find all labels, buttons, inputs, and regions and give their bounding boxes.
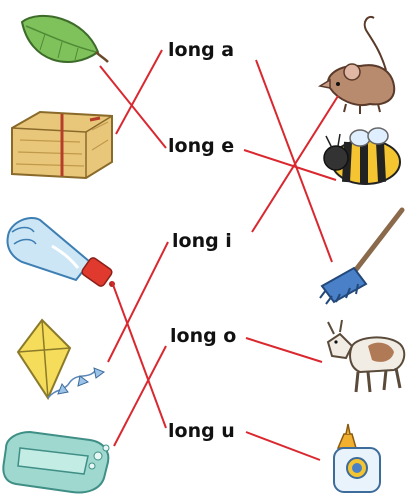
line-long-o-to-goat (245, 337, 323, 363)
line-tube-to-long-u (111, 281, 167, 429)
line-long-i-to-mouse (251, 95, 339, 233)
label-long-o: long o (170, 325, 237, 347)
label-long-a: long a (168, 39, 235, 61)
line-hay-to-long-a (115, 49, 163, 135)
line-leaf-to-long-e (99, 65, 167, 149)
leaf-picture (20, 14, 109, 63)
soap-bar-picture (2, 430, 110, 494)
matching-lines (99, 49, 339, 461)
line-soap-to-long-o (113, 345, 167, 447)
mouse-picture (317, 16, 396, 114)
goat-picture (326, 319, 406, 393)
rake-picture (319, 207, 405, 305)
kite-picture (16, 318, 106, 401)
line-long-e-to-bee (243, 149, 337, 181)
line-kite-to-long-i (107, 241, 169, 363)
label-long-e: long e (168, 135, 235, 157)
hay-bale-picture (11, 110, 113, 180)
glue-bottle-picture (333, 423, 381, 493)
label-long-i: long i (172, 230, 232, 252)
label-long-u: long u (168, 420, 235, 442)
line-long-u-to-glue (245, 431, 321, 461)
toothpaste-tube-picture (6, 217, 115, 287)
line-long-a-to-rake (255, 59, 333, 263)
bee-picture (323, 127, 401, 185)
